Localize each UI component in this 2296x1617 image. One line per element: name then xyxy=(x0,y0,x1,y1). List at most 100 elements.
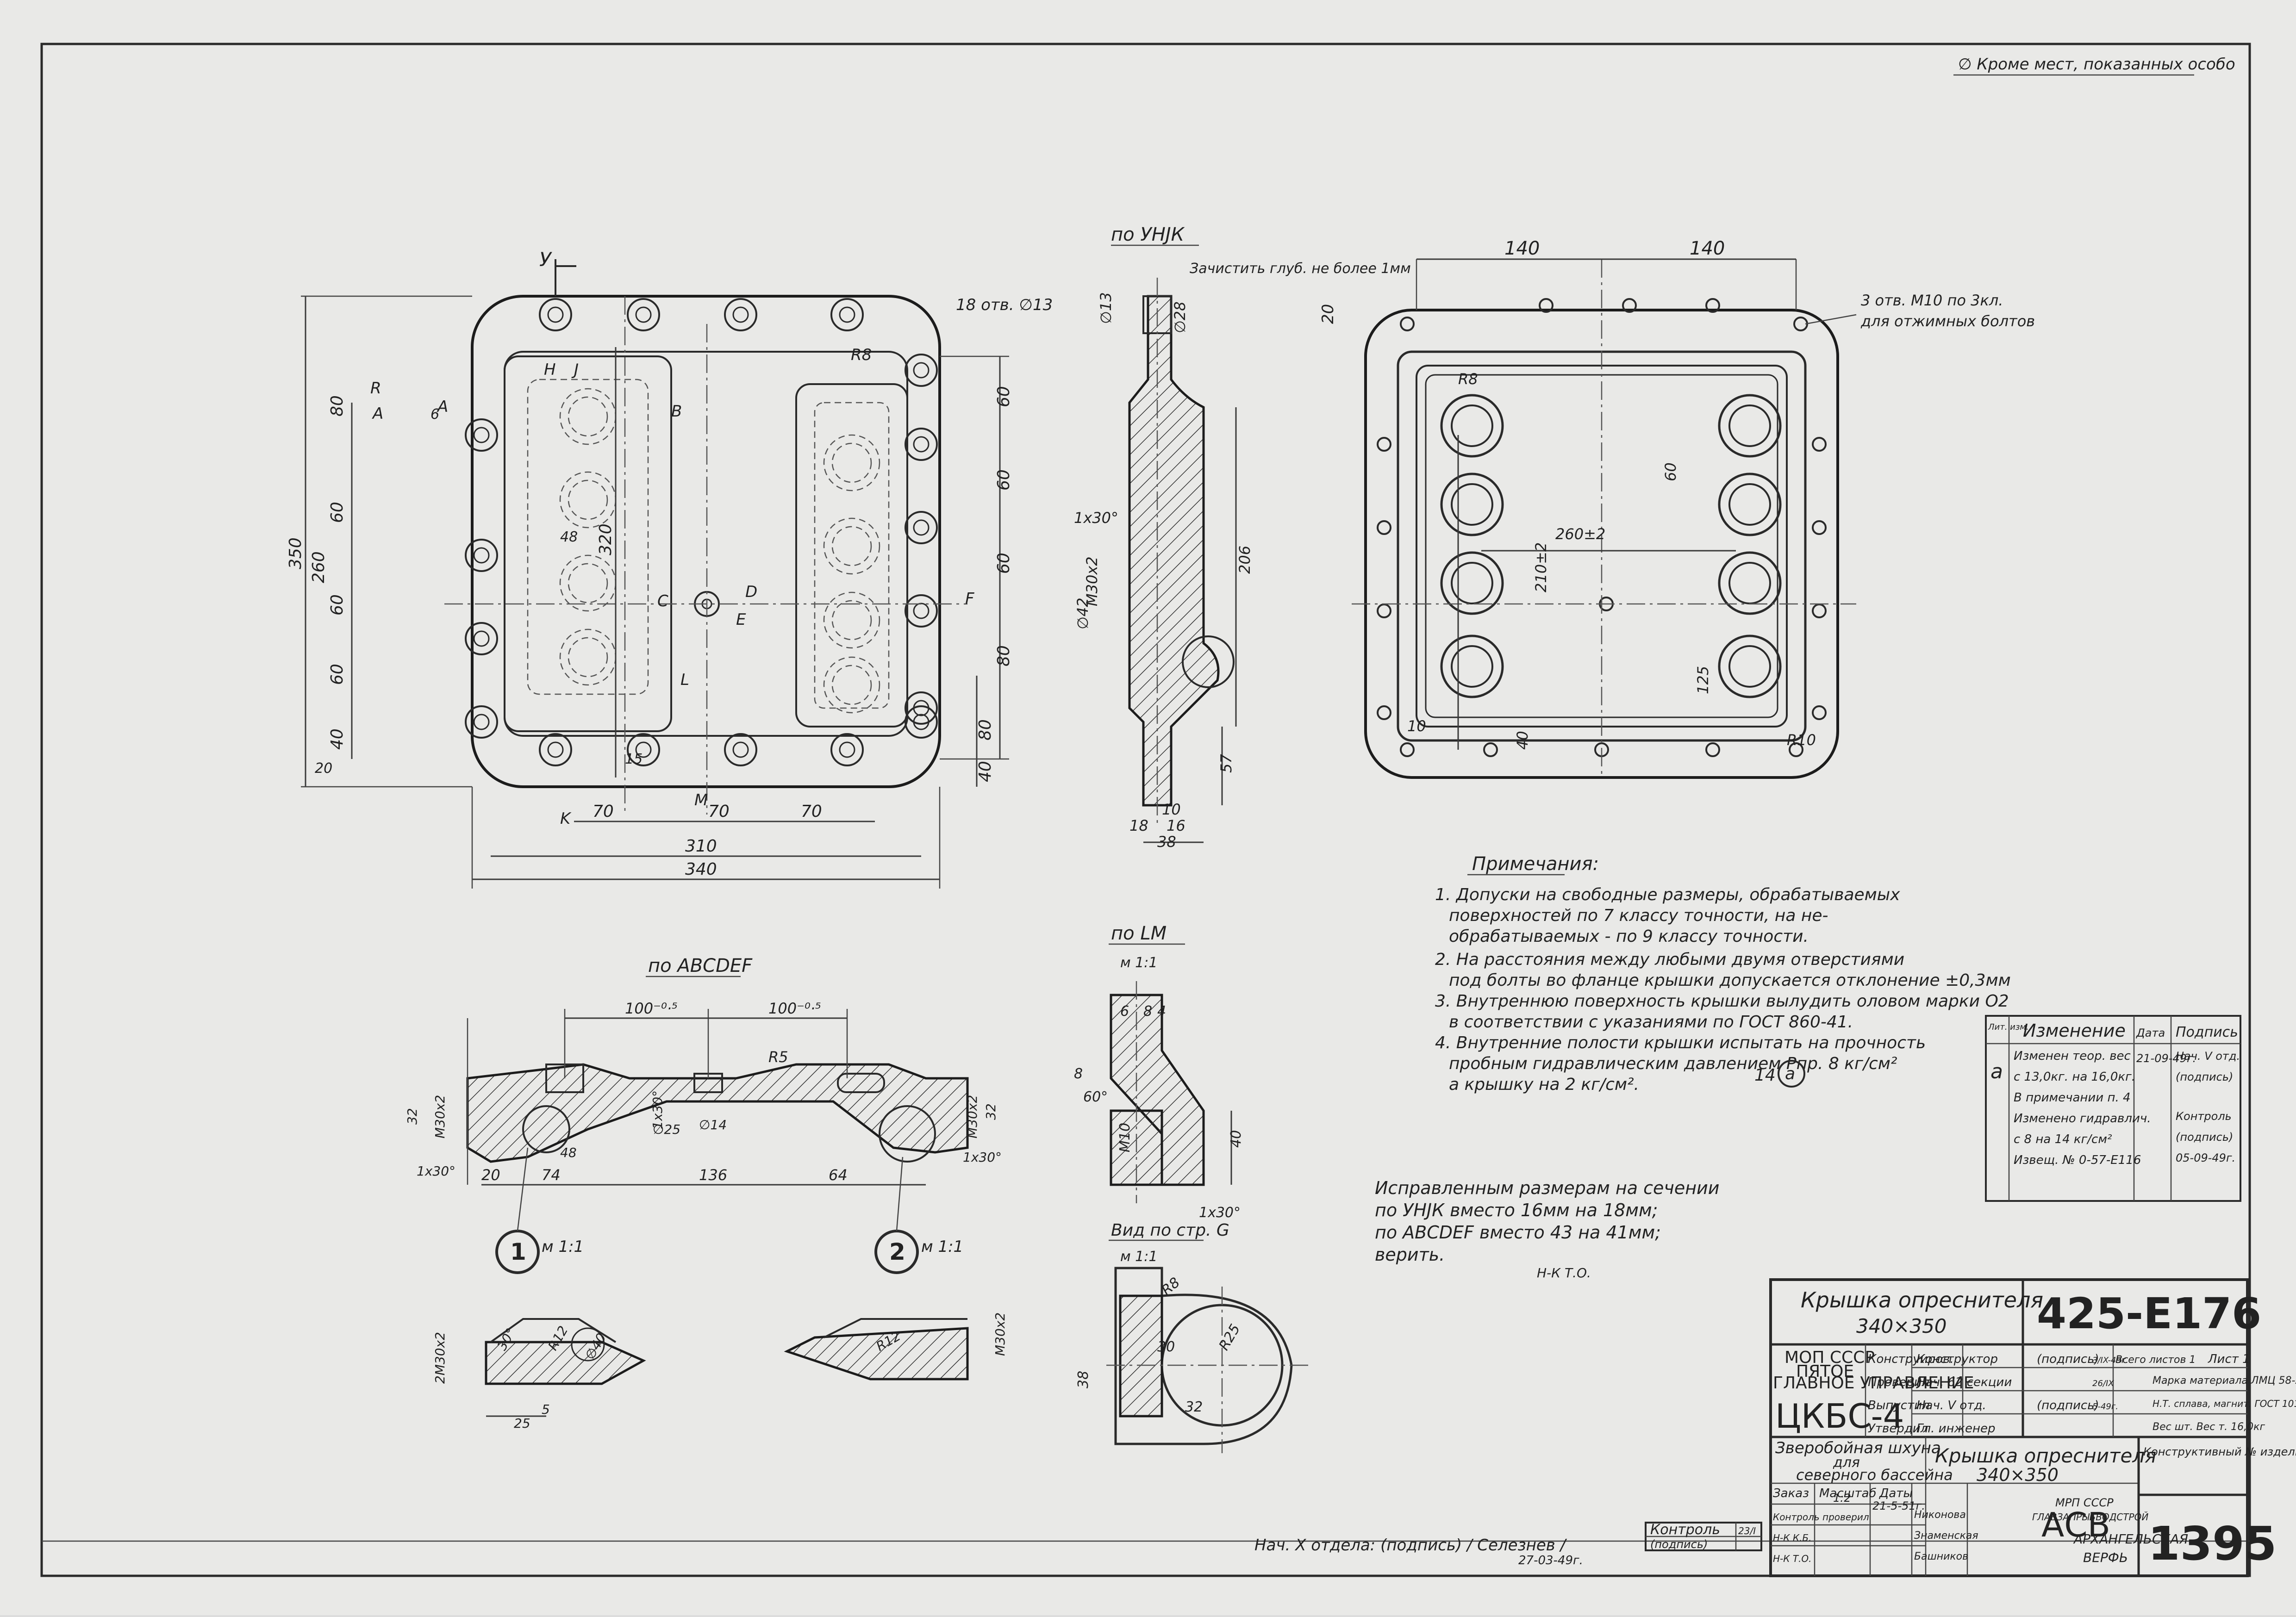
port-boss xyxy=(559,388,617,445)
section-vhjk-title: по УНЈК xyxy=(1111,224,1185,245)
tb-date: 5-49г. xyxy=(2092,1402,2118,1412)
tb-scale-label: Масштаб xyxy=(1819,1486,1877,1500)
change-header: Лит. изм. xyxy=(1988,1022,2029,1032)
rear-port xyxy=(1440,634,1504,698)
tb-ministry-1: МРП СССР xyxy=(2055,1496,2114,1509)
change-line: В примечании п. 4 xyxy=(2014,1091,2131,1105)
bolt-hole xyxy=(905,705,938,739)
rear-port xyxy=(1440,473,1504,536)
lm-dim: 8 xyxy=(1074,1066,1083,1082)
plan-dim-v: 60 xyxy=(328,502,347,523)
vhjk-dim: 57 xyxy=(1217,754,1235,773)
plan-dim-v: 60 xyxy=(328,664,347,685)
notes-block: Примечания: 1. Допуски на свободные разм… xyxy=(1435,853,2011,1094)
abc-dim-side: ∅25 xyxy=(653,1122,680,1137)
abc-dim-side: 1x30° xyxy=(417,1163,455,1179)
rear-inner-dim: 210±2 xyxy=(1532,542,1550,592)
change-line: Изменено гидравлич. xyxy=(2014,1112,2151,1126)
tb-yard-logo: АСВ xyxy=(2041,1505,2110,1544)
rear-hole xyxy=(1789,742,1803,757)
abc-dim-side: 32 xyxy=(983,1103,998,1120)
rear-hole xyxy=(1812,437,1827,452)
plan-dim-v-right: 60 xyxy=(994,469,1013,491)
correction-line: по УНЈК вместо 16мм на 18мм; xyxy=(1375,1200,1658,1220)
port-bosses xyxy=(559,388,880,714)
change-line: с 8 на 14 кг/см² xyxy=(2014,1132,2112,1146)
abc-dim-top: 100⁻⁰·⁵ xyxy=(768,1000,821,1017)
tb-sign: (подпись) xyxy=(2037,1399,2099,1412)
abc-dim-side: 1x30° xyxy=(963,1150,1002,1165)
rear-view: 3 отв. М10 по 3кл. для отжимных болтов 2… xyxy=(1319,238,2035,779)
notes-line: пробным гидравлическим давлением Рпр. 8 … xyxy=(1449,1054,1897,1073)
abc-dim-side: ∅14 xyxy=(699,1117,727,1132)
notes-line: поверхностей по 7 классу точности, на не… xyxy=(1449,906,1828,925)
bolt-hole xyxy=(724,733,757,766)
correction-line: по АВСDEF вместо 43 на 41мм; xyxy=(1375,1222,1661,1243)
vhjk-dim: 18 xyxy=(1129,817,1148,834)
rear-port xyxy=(1718,473,1782,536)
plan-radius-label: R8 xyxy=(851,346,872,364)
change-line: Извещ. № 0-57-Е116 xyxy=(2014,1153,2141,1167)
bolt-hole xyxy=(905,691,938,725)
bottom-sign: Нач. X отдела: (подпись) / Селезнев / xyxy=(1254,1536,1567,1555)
notes-line: 3. Внутреннюю поверхность крышки вылудит… xyxy=(1435,992,2009,1011)
tb-yard-2: ВЕРФЬ xyxy=(2083,1550,2128,1565)
rear-inner-dim: R10 xyxy=(1787,731,1816,749)
section-letter: H xyxy=(544,361,556,379)
bolt-hole xyxy=(905,594,938,628)
title-block: Крышка опреснителя 340×350 425-Е176 МОП … xyxy=(1769,1278,2296,1577)
rear-inner-dim: 60 xyxy=(1662,462,1679,481)
rear-hole xyxy=(1377,603,1391,618)
tb-role: Утвердил xyxy=(1868,1422,1928,1436)
plan-dim-h: 340 xyxy=(685,860,717,879)
view-g-title: Вид по стр. G xyxy=(1111,1221,1229,1240)
tb-order-label: Заказ xyxy=(1773,1486,1809,1500)
section-letter: M xyxy=(694,791,708,809)
change-header: Изменение xyxy=(2023,1020,2126,1041)
rear-hole xyxy=(1400,742,1415,757)
plan-dim-v-right: 60 xyxy=(994,386,1013,407)
section-letter: F xyxy=(965,590,974,608)
vhjk-dim: 16 xyxy=(1167,817,1185,834)
tb-scale-value: 1:2 xyxy=(1833,1492,1851,1505)
plan-dim-h: 70 xyxy=(801,802,822,821)
plan-dim-misc: 20 xyxy=(315,760,332,777)
tb-sheet-total: Всего листов 1 xyxy=(2115,1354,2196,1366)
tb-sign: (подпись) xyxy=(2037,1352,2099,1366)
tb-date: 3/IX-49г. xyxy=(2092,1356,2128,1365)
port-boss xyxy=(559,628,617,686)
correction-sign: Н-К Т.О. xyxy=(1537,1265,1591,1281)
axis-y-label: У xyxy=(539,248,552,271)
rear-hole xyxy=(1812,520,1827,535)
vhjk-dim: ∅13 xyxy=(1097,292,1115,324)
vhjk-dim: ∅42 xyxy=(1074,597,1092,629)
tb-part-name-2: Крышка опреснителя xyxy=(1935,1444,2156,1467)
rear-port xyxy=(1718,394,1782,458)
notes-circle-mark: а xyxy=(1785,1064,1795,1083)
notes-line: а крышку на 2 кг/см². xyxy=(1449,1075,1639,1094)
change-header: Подпись xyxy=(2176,1024,2238,1040)
abc-dim-bottom: 136 xyxy=(699,1166,727,1184)
bolt-hole xyxy=(539,733,572,766)
view-g-dim: 30 xyxy=(1157,1339,1175,1355)
plan-dim-misc: 6 xyxy=(430,406,439,423)
sheet-border xyxy=(40,43,2251,1577)
thread-note-1: 3 отв. М10 по 3кл. xyxy=(1861,292,2003,309)
section-abcdef-title: по АВСDEF xyxy=(648,955,753,976)
tb-material-1: Марка материала ЛМЦ 58-2 xyxy=(2152,1375,2296,1387)
tb-name: Башников xyxy=(1914,1551,1968,1562)
tb-control-row: Контроль проверил xyxy=(1773,1511,1869,1523)
bolt-hole xyxy=(905,354,938,387)
abc-dim-bottom: 64 xyxy=(829,1166,848,1184)
tb-position: Гл. инженер xyxy=(1916,1422,1995,1436)
bolt-hole xyxy=(724,298,757,331)
detail-2-dim: М30x2 xyxy=(992,1312,1008,1356)
abc-dim-side: 1x30° xyxy=(650,1090,665,1129)
